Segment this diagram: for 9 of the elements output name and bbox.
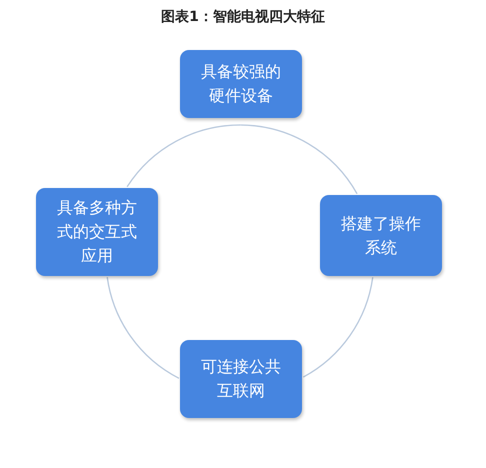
feature-box: 具备多种方式的交互式应用 (36, 188, 158, 276)
connector-arc (240, 124, 358, 194)
feature-box: 可连接公共互联网 (180, 340, 302, 418)
feature-box: 具备较强的硬件设备 (180, 50, 302, 118)
connector-arc (106, 277, 180, 379)
connector-arc (302, 277, 374, 378)
title: 图表1：智能电视四大特征 (160, 8, 326, 26)
connector-arc (126, 124, 241, 188)
feature-box: 搭建了操作系统 (320, 195, 442, 276)
